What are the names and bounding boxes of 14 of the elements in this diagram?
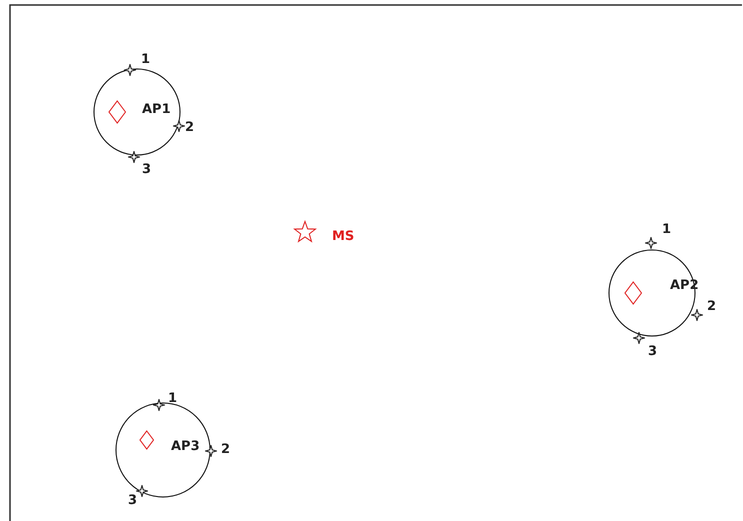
coverage-circle bbox=[608, 249, 696, 337]
antenna-number: 3 bbox=[128, 494, 138, 508]
antenna-number: 3 bbox=[648, 345, 658, 359]
antenna-number: 2 bbox=[707, 300, 716, 314]
antenna-number: 1 bbox=[141, 53, 150, 67]
coverage-circle bbox=[93, 68, 181, 156]
antenna-number: 2 bbox=[221, 443, 230, 457]
antenna-number: 3 bbox=[142, 163, 152, 177]
antenna-number: 1 bbox=[662, 223, 672, 237]
station-label: MS bbox=[332, 230, 354, 244]
antenna-number: 1 bbox=[168, 392, 178, 406]
access-point-label: AP3 bbox=[171, 440, 200, 454]
access-point-label: AP1 bbox=[142, 103, 171, 117]
antenna-number: 2 bbox=[185, 121, 194, 135]
